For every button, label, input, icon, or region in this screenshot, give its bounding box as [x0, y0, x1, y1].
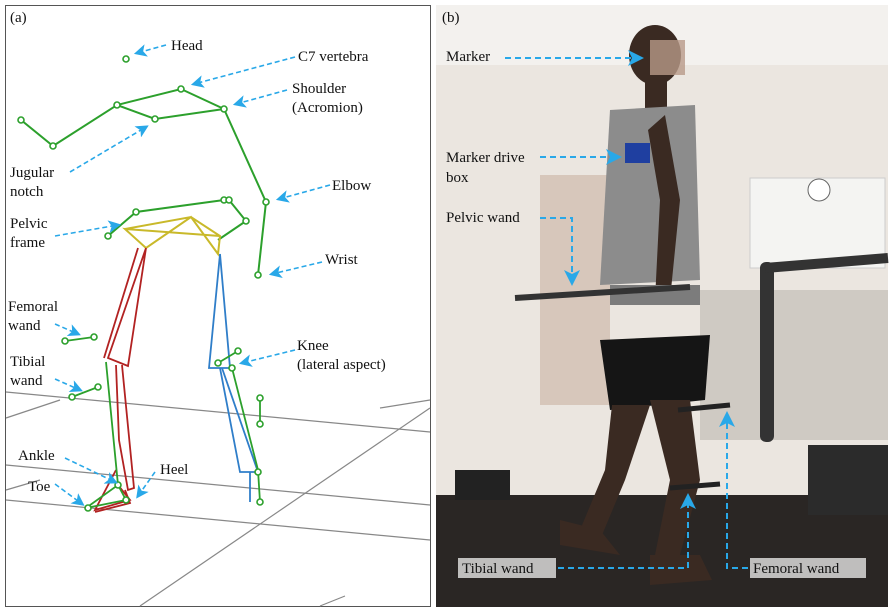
- pelvic-frame: [122, 215, 222, 257]
- label-femoral-wand-photo: Femoral wand: [753, 561, 840, 577]
- label-toe: Toe: [28, 479, 51, 495]
- label-lateral-aspect: (lateral aspect): [297, 357, 386, 373]
- label-marker: Marker: [446, 49, 490, 65]
- panel-a-skeleton-model: (a) Head C7 vertebra Shoulder (Acromion)…: [5, 5, 431, 607]
- office-desks: [700, 290, 888, 440]
- label-knee: Knee: [297, 338, 329, 354]
- floor-grid: [5, 391, 431, 607]
- label-jugular: Jugular: [10, 165, 54, 181]
- label-heel: Heel: [160, 462, 188, 478]
- label-marker-drive: Marker drive: [446, 150, 525, 166]
- label-elbow: Elbow: [332, 178, 371, 194]
- label-femoral: Femoral: [8, 299, 58, 315]
- label-tibial-wand: wand: [10, 373, 43, 389]
- panel-b-photo: (b) Marker Marker drive box Pelvic wand …: [436, 5, 889, 607]
- panel-a-tag: (a): [10, 10, 27, 26]
- label-wrist: Wrist: [325, 252, 359, 268]
- panel-b-tag: (b): [442, 10, 460, 26]
- label-box: box: [446, 170, 469, 186]
- handrail-post: [760, 262, 774, 442]
- femoral-wand: [677, 402, 731, 413]
- right-leg-segments: [208, 253, 260, 502]
- step: [455, 470, 510, 500]
- label-head: Head: [171, 38, 203, 54]
- photo-arrows: [505, 50, 748, 569]
- label-femoral-wand: wand: [8, 318, 41, 334]
- left-leg-segments: [93, 247, 147, 513]
- label-ankle: Ankle: [18, 448, 55, 464]
- label-shoulder: Shoulder: [292, 81, 346, 97]
- label-arrows: [54, 44, 331, 506]
- pelvic-wand: [514, 284, 691, 301]
- wall-clock: [807, 178, 831, 202]
- label-acromion: (Acromion): [292, 100, 363, 116]
- label-tibial: Tibial: [10, 354, 45, 370]
- treadmill-side: [808, 445, 888, 515]
- marker-points: [17, 55, 270, 512]
- tibial-wand: [669, 481, 721, 491]
- label-pelvic: Pelvic: [10, 216, 48, 232]
- label-pelvic-wand: Pelvic wand: [446, 210, 520, 226]
- label-c7-vertebra: C7 vertebra: [298, 49, 369, 65]
- handrail: [764, 253, 889, 273]
- label-frame: frame: [10, 235, 45, 251]
- label-tibial-wand-photo: Tibial wand: [462, 561, 534, 577]
- label-notch: notch: [10, 184, 44, 200]
- marker-drive-box: [625, 143, 650, 163]
